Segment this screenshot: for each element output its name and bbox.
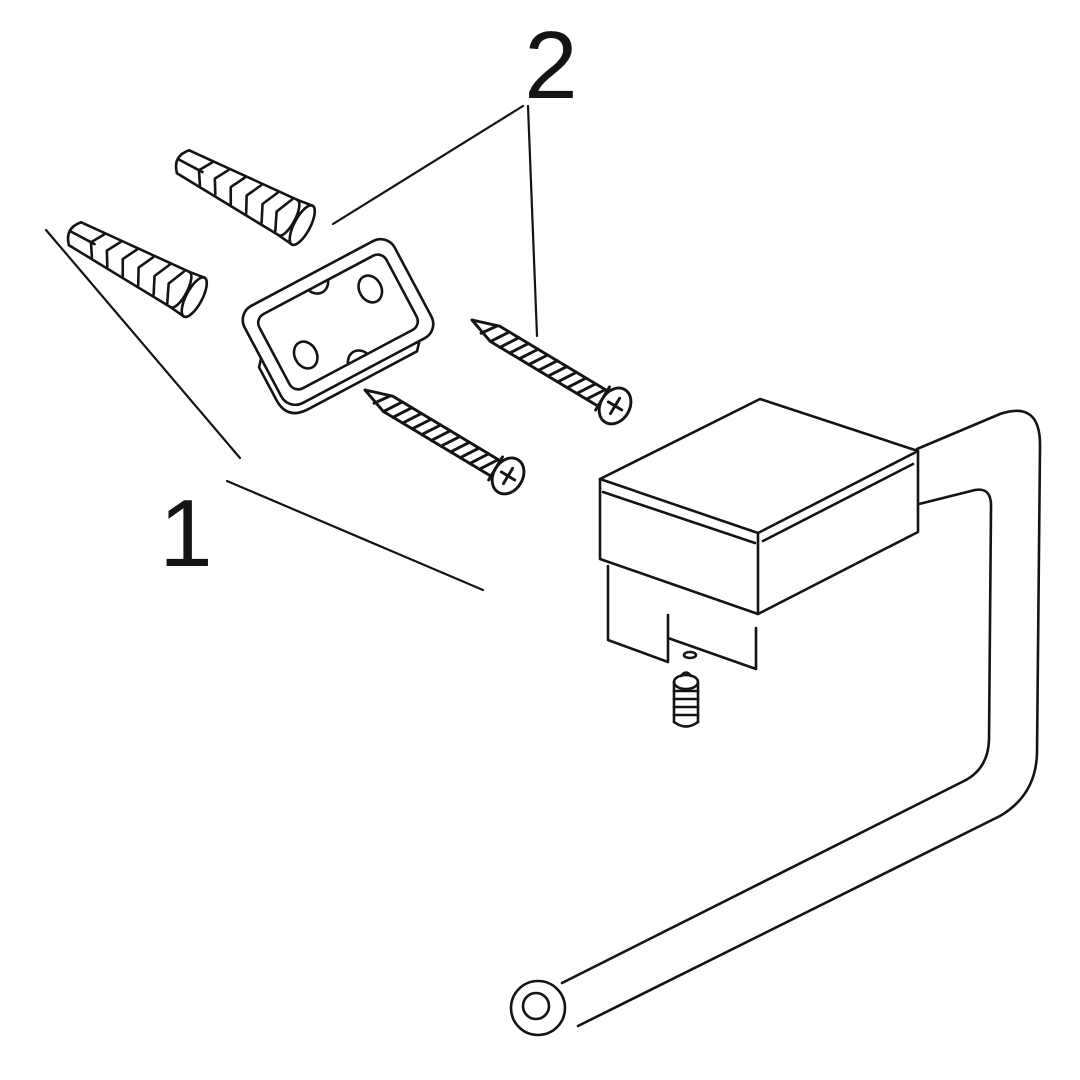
mounting-screw-upper [460,302,639,432]
set-screw-top [672,673,700,691]
bar-outer-edge [576,409,1042,1028]
roll-holder-bar [509,409,1042,1037]
bar-end-cap [509,979,567,1037]
mounting-screw-lower [353,372,532,502]
plate-outline [241,237,435,407]
plate-screw-hole-upper [357,274,384,304]
block-right-face [756,449,920,616]
mounting-plate [241,237,435,415]
wall-anchor-bottom [58,210,213,322]
set-screw-bottom [672,720,700,728]
block-front-chamfer [601,490,757,545]
set-screw [672,671,700,728]
wall-anchor-top [166,138,321,250]
plate-screw-hole-lower [292,340,319,370]
plate-thickness-edge [257,339,421,415]
callout-2-leader-right [526,104,539,338]
linework [44,104,1042,1037]
plate-center-notch-top [307,278,330,295]
callout-labels: 2 1 [159,12,577,587]
callout-2-leader-left [331,104,525,226]
callout-1-leader-lower [225,479,485,592]
block-hook-shelf [666,626,758,671]
block-side-chamfer [761,462,915,543]
callout-1-label: 1 [159,480,212,587]
holder-mount-block [598,397,920,671]
bar-inner-edge [560,488,993,985]
callout-1-leader-upper [44,228,242,460]
set-screw-hole [682,650,698,660]
plate-inner-face [256,253,420,391]
plate-center-notch-bottom [346,349,369,366]
set-screw-threads [672,689,700,717]
bar-end-cap-rim [521,991,551,1021]
callout-leader-lines [44,104,539,592]
callout-2-label: 2 [524,12,577,119]
block-left-face [598,477,760,616]
block-top-face [598,397,920,535]
